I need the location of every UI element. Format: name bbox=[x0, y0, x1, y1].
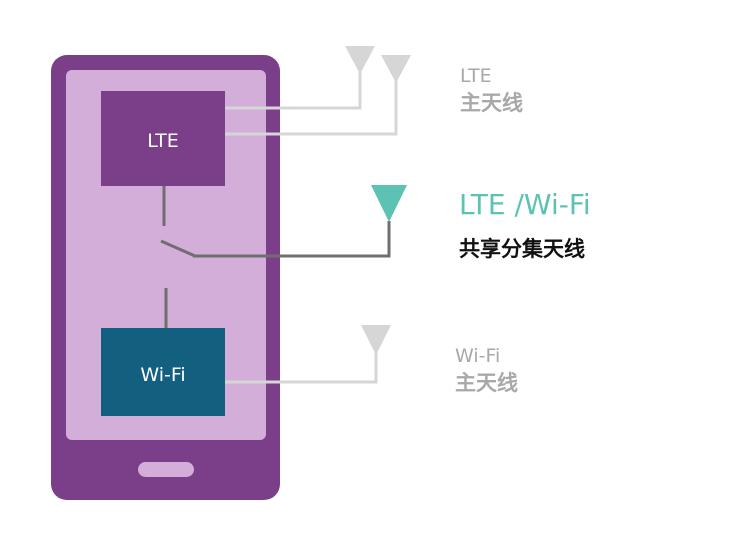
wifi-module-label: Wi-Fi bbox=[140, 364, 185, 386]
lte-main-label-line2: 主天线 bbox=[460, 91, 523, 115]
shared-antenna-icon bbox=[371, 185, 407, 222]
wifi-main-antenna-icon bbox=[361, 325, 391, 355]
lte-wire-2 bbox=[225, 70, 398, 136]
home-button bbox=[138, 462, 194, 477]
wifi-main-label-line1: Wi-Fi bbox=[455, 345, 500, 367]
wifi-main-label-line2: 主天线 bbox=[455, 371, 518, 395]
lte-wire-1 bbox=[225, 70, 362, 110]
wifi-module bbox=[101, 328, 225, 416]
lte-main-antenna-2-icon bbox=[381, 55, 411, 83]
lte-main-label-line1: LTE bbox=[460, 65, 492, 87]
shared-label-line2: 共享分集天线 bbox=[459, 237, 585, 261]
lte-main-antenna-1-icon bbox=[345, 46, 375, 74]
lte-module bbox=[101, 91, 225, 186]
wifi-wire bbox=[225, 352, 378, 384]
switch-wire-right bbox=[193, 221, 391, 258]
shared-label-line1: LTE /Wi-Fi bbox=[459, 188, 591, 221]
switch-lever bbox=[160, 239, 196, 258]
lte-module-label: LTE bbox=[147, 130, 179, 152]
